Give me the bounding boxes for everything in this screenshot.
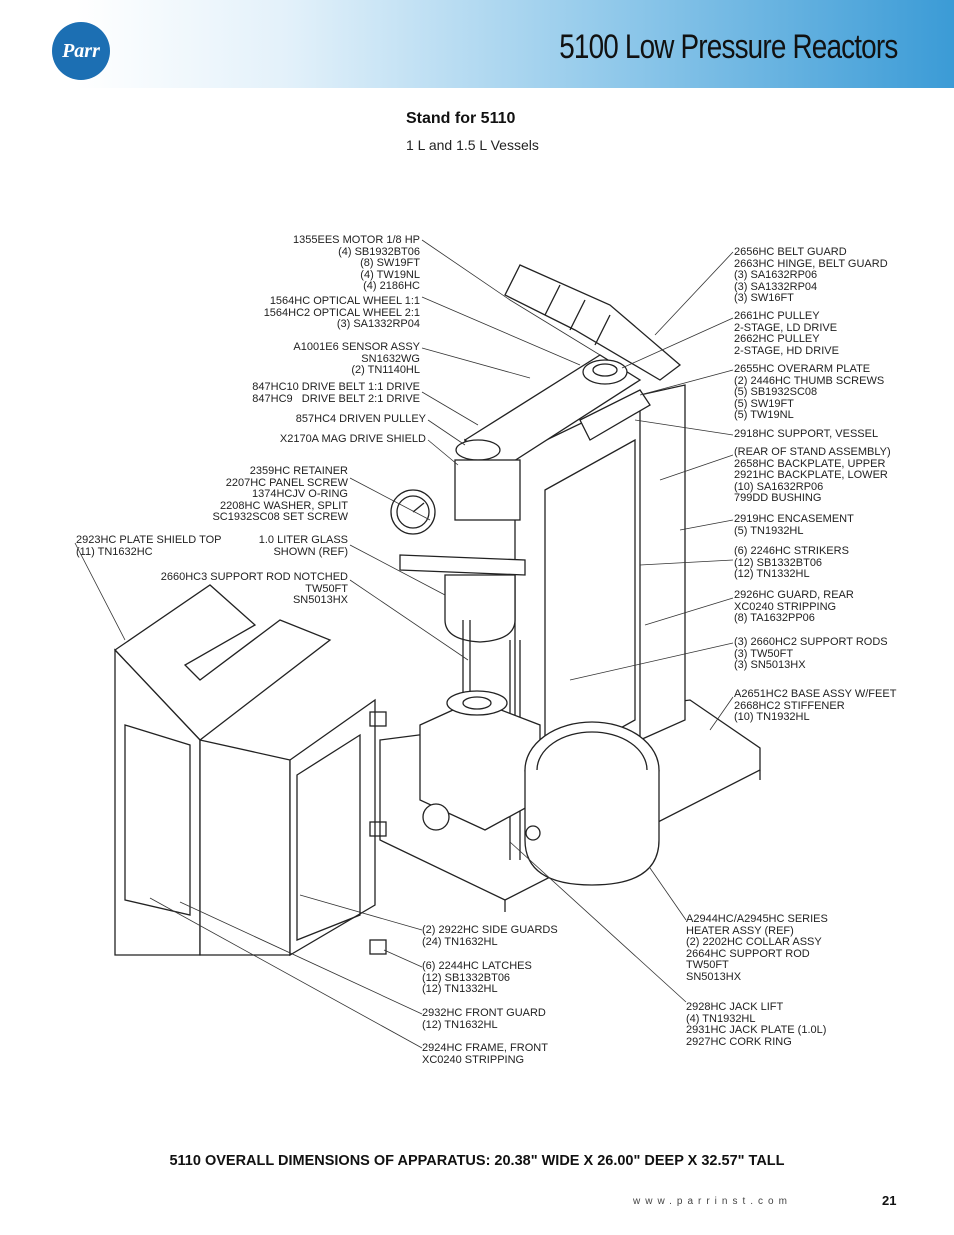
label-retainer: 2359HC RETAINER 2207HC PANEL SCREW 1374H… <box>212 465 348 524</box>
latch <box>369 711 387 727</box>
label-sensor: A1001E6 SENSOR ASSY SN1632WG (2) TN1140H… <box>293 341 420 377</box>
label-heater: A2944HC/A2945HC SERIES HEATER ASSY (REF)… <box>686 913 828 983</box>
label-mag-shield: X2170A MAG DRIVE SHIELD <box>279 433 426 445</box>
label-motor: 1355EES MOTOR 1/8 HP (4) SB1932BT06 (8) … <box>293 234 420 293</box>
label-glass: 1.0 LITER GLASS SHOWN (REF) <box>258 534 348 558</box>
page-number: 21 <box>882 1193 897 1208</box>
header-band <box>0 0 954 88</box>
label-optical-wheel: 1564HC OPTICAL WHEEL 1:1 1564HC2 OPTICAL… <box>263 295 420 331</box>
label-latches: (6) 2244HC LATCHES (12) SB1332BT06 (12) … <box>422 960 532 996</box>
label-pulley: 2661HC PULLEY 2-STAGE, LD DRIVE 2662HC P… <box>734 310 839 357</box>
label-strikers: (6) 2246HC STRIKERS (12) SB1332BT06 (12)… <box>734 545 849 581</box>
label-backplate: (REAR OF STAND ASSEMBLY) 2658HC BACKPLAT… <box>734 446 891 505</box>
label-guard-rear: 2926HC GUARD, REAR XC0240 STRIPPING (8) … <box>734 589 854 625</box>
label-side-guards: (2) 2922HC SIDE GUARDS (24) TN1632HL <box>422 924 558 948</box>
mag-drive <box>454 459 521 521</box>
label-support-rods: (3) 2660HC2 SUPPORT RODS (3) TW50FT (3) … <box>734 636 888 672</box>
page-title: 5100 Low Pressure Reactors <box>558 28 898 66</box>
overall-dimensions: 5110 OVERALL DIMENSIONS OF APPARATUS: 20… <box>169 1153 785 1169</box>
side-guard-right <box>289 698 376 957</box>
label-plate-shield: 2923HC PLATE SHIELD TOP (11) TN1632HC <box>76 534 222 558</box>
label-support-rod-notched: 2660HC3 SUPPORT ROD NOTCHED TW50FT SN501… <box>160 571 348 607</box>
vessel-support-plate <box>579 389 651 441</box>
label-jack-lift: 2928HC JACK LIFT (4) TN1932HL 2931HC JAC… <box>686 1001 827 1048</box>
label-front-guard: 2932HC FRONT GUARD (12) TN1632HL <box>422 1007 546 1031</box>
website-url: www.parrinst.com <box>633 1196 792 1207</box>
belt-guard <box>504 264 682 381</box>
label-frame-front: 2924HC FRAME, FRONT XC0240 STRIPPING <box>422 1042 548 1066</box>
plate-shield-top <box>114 584 332 741</box>
parr-logo: Parr <box>52 22 110 80</box>
latch <box>369 821 387 837</box>
section-title: Stand for 5110 <box>406 110 516 127</box>
pulley <box>582 359 628 385</box>
label-driven-pulley: 857HC4 DRIVEN PULLEY <box>295 413 426 425</box>
label-belt-guard: 2656HC BELT GUARD 2663HC HINGE, BELT GUA… <box>734 246 888 305</box>
label-encasement: 2919HC ENCASEMENT (5) TN1932HL <box>734 513 854 537</box>
glass-vessel <box>444 574 516 643</box>
logo-text: Parr <box>62 39 100 62</box>
label-drive-belt: 847HC10 DRIVE BELT 1:1 DRIVE 847HC9 DRIV… <box>252 381 420 405</box>
label-support-vessel: 2918HC SUPPORT, VESSEL <box>734 428 879 440</box>
front-guard <box>199 739 291 956</box>
latch <box>369 939 387 955</box>
label-base-assy: A2651HC2 BASE ASSY W/FEET 2668HC2 STIFFE… <box>734 688 897 724</box>
section-subtitle: 1 L and 1.5 L Vessels <box>406 137 539 153</box>
label-overarm: 2655HC OVERARM PLATE (2) 2446HC THUMB SC… <box>734 363 885 422</box>
